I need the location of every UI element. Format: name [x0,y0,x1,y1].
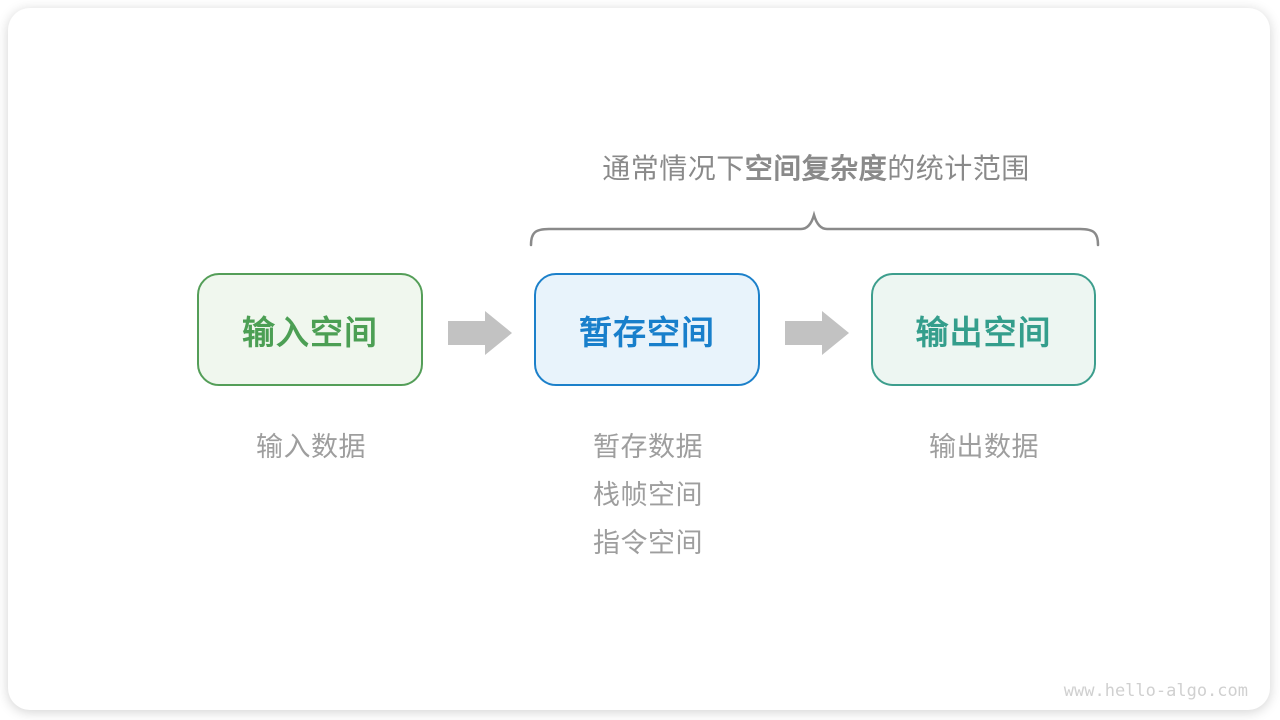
output-space-label: 输出空间 [915,313,1052,351]
arrow-right-icon [448,311,512,355]
caption-input-data: 输入数据 [256,432,366,462]
caption-stack-frame-space: 栈帧空间 [593,480,703,510]
title-suffix: 的统计范围 [887,153,1030,184]
diagram-title: 通常情况下空间复杂度的统计范围 [602,152,1030,186]
input-space-box: 输入空间 [197,273,423,386]
diagram-card: 通常情况下空间复杂度的统计范围 输入空间 暂存空间 输出空间 输入数据 暂存数据… [8,8,1270,710]
temp-space-box: 暂存空间 [534,273,760,386]
output-space-box: 输出空间 [871,273,1096,386]
caption-temp-data: 暂存数据 [593,432,703,462]
title-prefix: 通常情况下 [602,153,745,184]
scope-brace [529,210,1100,247]
arrow-right-icon [785,311,849,355]
input-space-label: 输入空间 [242,313,378,351]
temp-space-label: 暂存空间 [579,313,715,351]
watermark: www.hello-algo.com [1063,681,1248,701]
title-bold-term: 空间复杂度 [744,153,888,184]
caption-instruction-space: 指令空间 [593,528,703,558]
caption-output-data: 输出数据 [929,432,1039,462]
